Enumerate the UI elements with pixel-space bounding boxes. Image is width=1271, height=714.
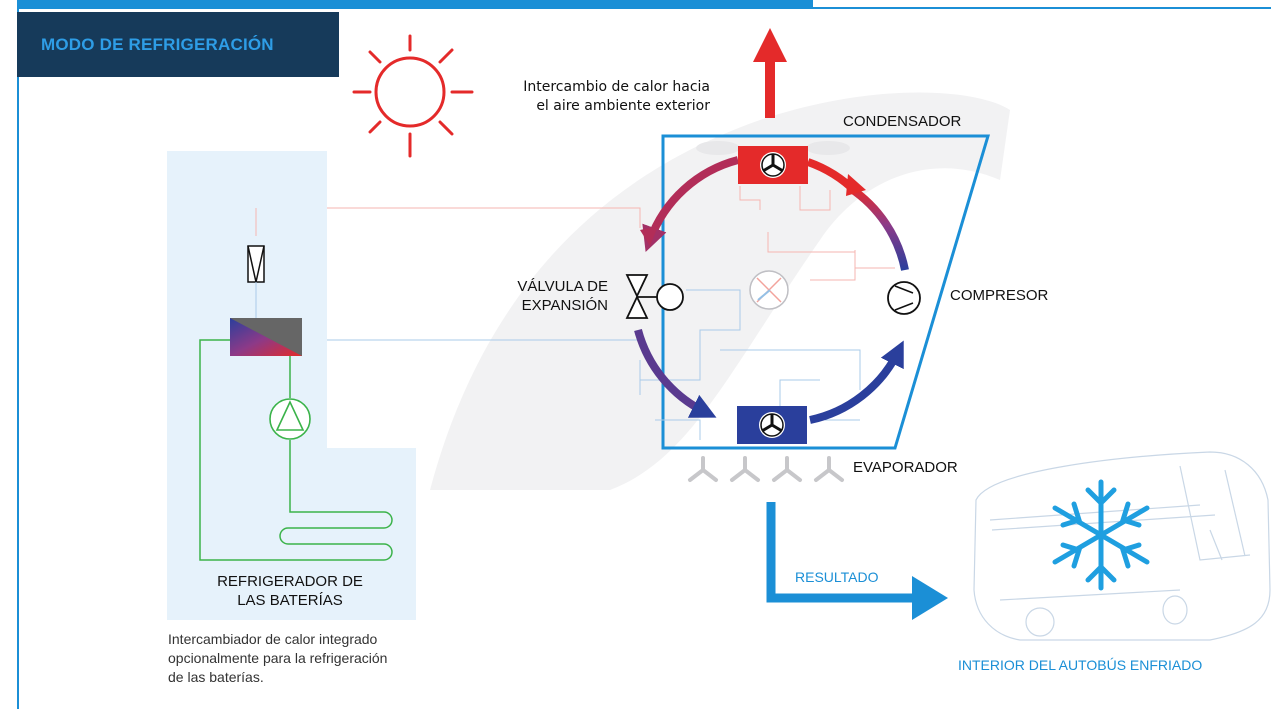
result-arrow xyxy=(766,502,948,620)
battery-cooler-line2: LAS BATERÍAS xyxy=(237,592,343,609)
battery-note-line1: Intercambiador de calor integrado xyxy=(168,631,378,647)
evaporator-label: EVAPORADOR xyxy=(853,459,958,476)
heat-exchanger-icon xyxy=(230,318,302,356)
flow-arrow-to-compressor xyxy=(809,340,904,424)
heat-exchange-note: Intercambio de calor hacia el aire ambie… xyxy=(470,78,710,116)
flow-arrow-to-evaporator xyxy=(634,328,717,418)
four-way-valve-icon xyxy=(749,270,789,310)
battery-cooler-panel xyxy=(167,151,416,620)
hot-air-up-arrow xyxy=(753,28,787,118)
result-label: RESULTADO xyxy=(795,569,879,585)
fan-icon xyxy=(688,456,844,482)
filter-icon xyxy=(247,245,265,283)
flow-arrow-to-condenser xyxy=(847,184,909,271)
heat-exchange-line1: Intercambio de calor hacia xyxy=(523,79,710,95)
expansion-valve-label: VÁLVULA DE EXPANSIÓN xyxy=(480,277,608,315)
arrow-head-condenser xyxy=(846,174,866,196)
arrow-head-expansion xyxy=(640,226,658,246)
sun-icon xyxy=(352,34,474,158)
snowflake-icon xyxy=(1052,479,1150,591)
expansion-line1: VÁLVULA DE xyxy=(517,278,608,295)
airflow-swoosh xyxy=(430,92,1010,490)
battery-note: Intercambiador de calor integrado opcion… xyxy=(168,630,468,687)
battery-coolant-loop xyxy=(199,339,393,561)
battery-cooler-line1: REFRIGERADOR DE xyxy=(217,573,363,590)
compressor-icon xyxy=(887,281,921,315)
battery-cooler-label: REFRIGERADOR DE LAS BATERÍAS xyxy=(190,572,390,610)
internal-piping-cold xyxy=(300,289,861,440)
battery-note-line2: opcionalmente para la refrigeración xyxy=(168,650,388,666)
condenser-fan-ghost xyxy=(696,141,850,155)
expansion-line2: EXPANSIÓN xyxy=(521,297,608,314)
pump-icon xyxy=(269,398,311,440)
hvac-unit-outline xyxy=(661,134,991,450)
heat-exchange-line2: el aire ambiente exterior xyxy=(536,98,710,114)
internal-piping-hot xyxy=(256,186,895,281)
battery-note-line3: de las baterías. xyxy=(168,669,264,685)
mode-title-badge: MODO DE REFRIGERACIÓN xyxy=(17,12,339,77)
header-bar xyxy=(17,0,813,9)
condenser-unit xyxy=(738,146,808,184)
compressor-label: COMPRESOR xyxy=(950,287,1049,304)
expansion-valve-icon xyxy=(625,274,684,319)
evaporator-unit xyxy=(737,406,807,444)
bus-interior-label: INTERIOR DEL AUTOBÚS ENFRIADO xyxy=(958,657,1203,673)
condenser-label: CONDENSADOR xyxy=(843,113,962,130)
